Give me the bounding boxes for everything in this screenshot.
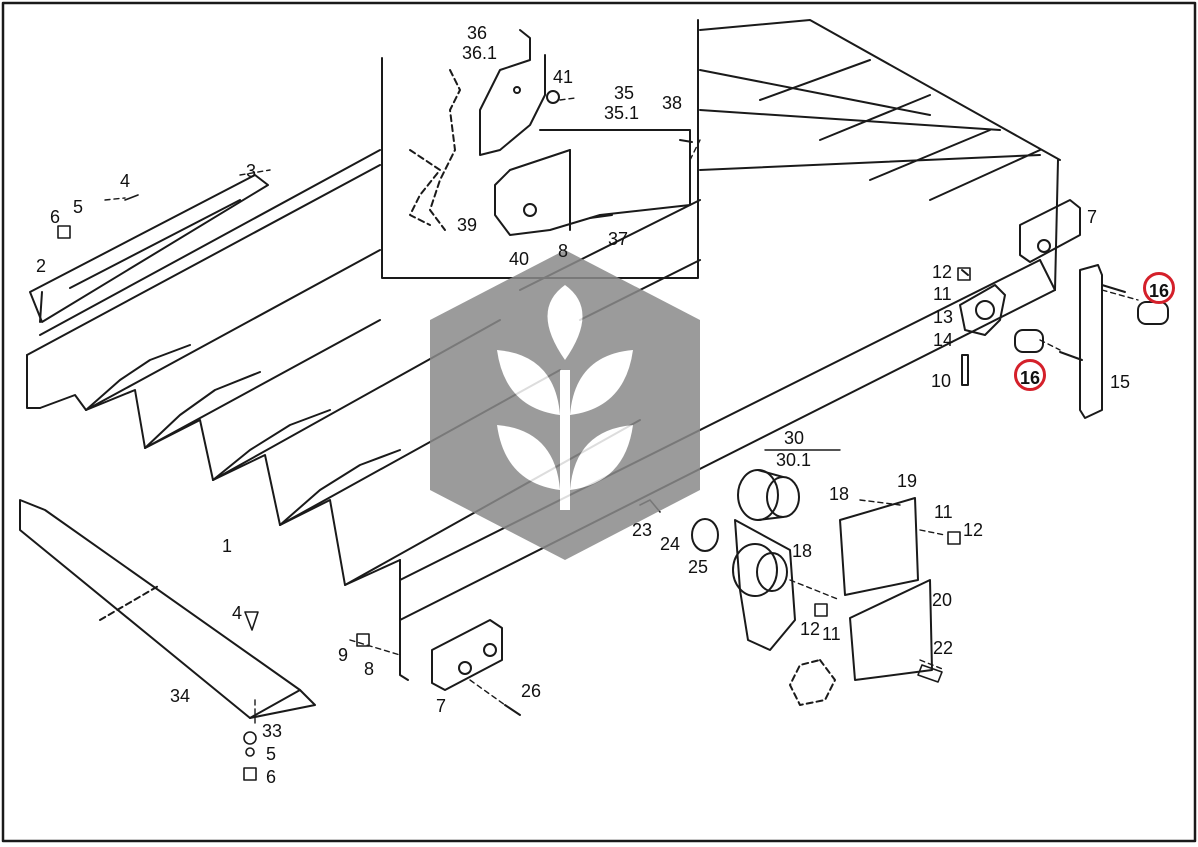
- right-brackets: [959, 199, 1169, 419]
- part-label: 6: [266, 767, 277, 787]
- part-label: 35.1: [604, 103, 640, 123]
- part-label: 37: [608, 229, 629, 249]
- part-label: 11: [934, 502, 953, 522]
- part-label: 7: [436, 696, 447, 716]
- part-label: 8: [364, 659, 375, 679]
- part-label: 1: [222, 536, 233, 556]
- part-label: 11: [933, 284, 952, 304]
- part-label: 40: [509, 249, 530, 269]
- part-label: 30.1: [776, 450, 812, 470]
- cover-part: [19, 499, 316, 719]
- bottom-bracket: [431, 619, 521, 716]
- part-label: 13: [933, 307, 954, 327]
- part-label: 6: [50, 207, 61, 227]
- part-label: 14: [933, 330, 954, 350]
- part-label: 9: [338, 645, 349, 665]
- part-label-highlighted: 16: [1014, 359, 1046, 391]
- wheat-hexagon-logo: [430, 250, 700, 560]
- part-label: 4: [232, 603, 243, 623]
- part-label: 11: [822, 624, 841, 644]
- inset-parts: [409, 29, 693, 236]
- part-label: 33: [262, 721, 283, 741]
- part-label: 35: [614, 83, 635, 103]
- part-label: 22: [933, 638, 954, 658]
- part-label: 23: [632, 520, 653, 540]
- part-label: 3: [246, 161, 257, 181]
- leader-lines: [104, 97, 1139, 726]
- part-label: 25: [688, 557, 709, 577]
- part-label: 12: [932, 262, 953, 282]
- part-label-highlighted: 16: [1143, 272, 1175, 304]
- inset-box: [381, 19, 699, 279]
- part-label: 36.1: [462, 43, 498, 63]
- part-label: 5: [266, 744, 277, 764]
- part-label: 2: [36, 256, 47, 276]
- part-label: 30: [784, 428, 805, 448]
- part-label: 24: [660, 534, 681, 554]
- part-label: 4: [120, 171, 131, 191]
- hardware: [57, 194, 971, 781]
- part-label: 12: [800, 619, 821, 639]
- part-label: 7: [1087, 207, 1098, 227]
- part-label: 5: [73, 197, 84, 217]
- strip-parts: [29, 174, 269, 323]
- part-label: 18: [792, 541, 813, 561]
- part-label: 34: [170, 686, 191, 706]
- part-label: 26: [521, 681, 542, 701]
- part-label: 10: [931, 371, 952, 391]
- part-label: 38: [662, 93, 683, 113]
- roller-assembly: [691, 469, 933, 706]
- part-label: 36: [467, 23, 488, 43]
- part-label: 15: [1110, 372, 1131, 392]
- part-label: 20: [932, 590, 953, 610]
- part-label: 39: [457, 215, 478, 235]
- part-label: 8: [558, 241, 569, 261]
- part-label: 18: [829, 484, 850, 504]
- part-label: 19: [897, 471, 918, 491]
- part-label: 12: [963, 520, 984, 540]
- part-label: 41: [553, 67, 574, 87]
